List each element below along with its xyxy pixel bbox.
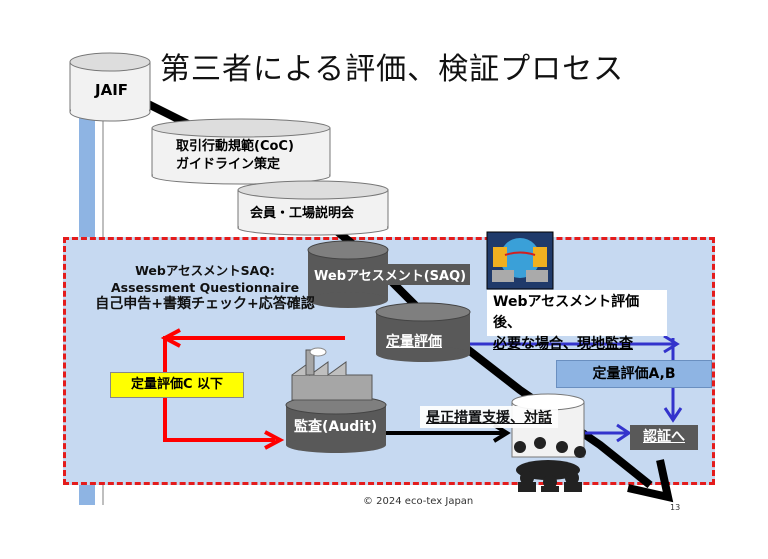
factory-icon bbox=[291, 347, 373, 401]
onsite-note-line1: Webアセスメント評価後、 bbox=[493, 294, 640, 331]
cylinder-jaif bbox=[69, 52, 151, 122]
node-briefing: 会員・工場説明会 bbox=[250, 206, 355, 221]
onsite-note-line2: 必要な場合、現地監査 bbox=[493, 336, 633, 352]
node-coc-line1: 取引行動規範(CoC) bbox=[176, 139, 294, 154]
onsite-audit-note: Webアセスメント評価後、必要な場合、現地監査 bbox=[487, 290, 667, 352]
node-quant-eval: 定量評価 bbox=[382, 330, 446, 352]
saq-desc-line2: Assessment Questionnaire bbox=[110, 280, 300, 295]
saq-desc-line3: 自己申告+書類チェック+応答確認 bbox=[95, 296, 315, 312]
corrective-label: 是正措置支援、対話 bbox=[420, 406, 558, 428]
saq-desc-line1: WebアセスメントSAQ: bbox=[135, 263, 275, 278]
quant-c-label: 定量評価C 以下 bbox=[110, 372, 244, 398]
node-coc-line2: ガイドライン策定 bbox=[176, 157, 281, 172]
red-arrowhead-right bbox=[264, 430, 285, 450]
node-jaif: JAIF bbox=[95, 81, 129, 99]
saq-description: WebアセスメントSAQ: Assessment Questionnaire 自… bbox=[80, 262, 330, 313]
node-coc: 取引行動規範(CoC) ガイドライン策定 bbox=[176, 138, 294, 174]
copyright-footer: © 2024 eco-tex Japan bbox=[363, 496, 474, 507]
main-flow-arrowhead bbox=[627, 459, 674, 503]
node-audit: 監査(Audit) bbox=[290, 415, 382, 437]
web-assessment-icon bbox=[486, 231, 554, 290]
slide-title: 第三者による評価、検証プロセス bbox=[160, 52, 625, 87]
red-arrowhead-left bbox=[160, 328, 181, 348]
node-web-saq: Webアセスメント(SAQ) bbox=[310, 264, 471, 285]
quant-ab-label: 定量評価A,B bbox=[556, 360, 712, 388]
people-icon bbox=[514, 437, 586, 492]
cylinder-coc bbox=[151, 118, 331, 185]
blue-arrow-cert bbox=[585, 423, 632, 443]
blue-arrow-ab bbox=[470, 334, 683, 423]
cylinder-briefing bbox=[237, 180, 389, 236]
page-number: 13 bbox=[670, 503, 681, 512]
to-certification-label: 認証へ bbox=[630, 425, 698, 450]
